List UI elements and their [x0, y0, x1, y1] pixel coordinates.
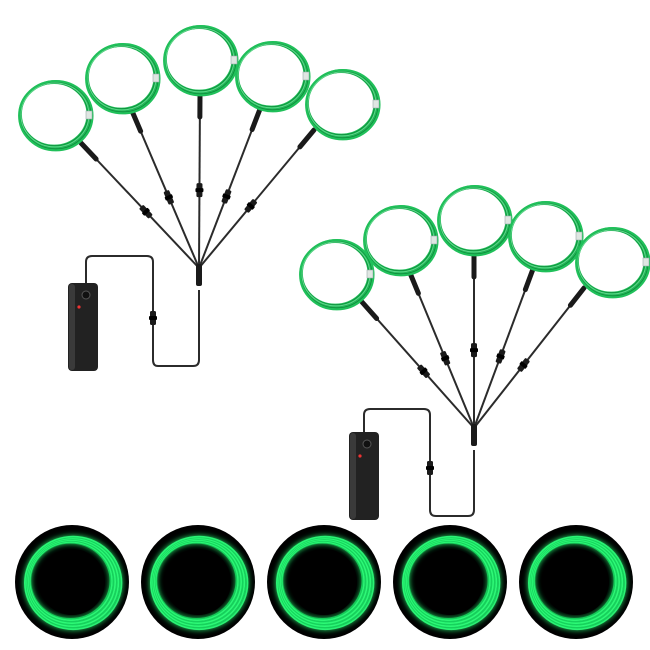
connector-icon	[417, 364, 430, 378]
el-wire-coil-icon	[163, 24, 239, 97]
battery-cable	[85, 255, 200, 367]
tie-clip	[430, 235, 438, 245]
cable	[198, 94, 201, 269]
indicator-led	[77, 305, 81, 309]
connector-icon	[149, 311, 157, 325]
el-wire-coil-icon	[299, 238, 375, 311]
power-button	[81, 290, 91, 300]
el-wire-coil-icon	[508, 200, 584, 273]
el-wire-coil-icon	[305, 68, 381, 141]
connector-icon	[244, 199, 257, 213]
wire-lead	[78, 140, 99, 162]
tie-clip	[372, 99, 380, 109]
tie-clip	[230, 55, 238, 65]
wire-lead	[407, 270, 421, 296]
el-wire-coil-icon	[437, 184, 513, 257]
glowing-ring-icon	[519, 525, 633, 639]
wire-lead	[129, 108, 144, 134]
cable	[361, 301, 475, 429]
glowing-ring-icon	[267, 525, 381, 639]
connector-icon	[426, 461, 434, 475]
cable	[473, 268, 534, 429]
cable	[131, 110, 200, 269]
cable	[473, 287, 585, 429]
battery-pack-icon	[68, 283, 98, 371]
cable	[198, 108, 261, 269]
el-wire-coil-icon	[363, 204, 439, 277]
connector-icon	[470, 343, 478, 358]
splitter-hub	[471, 424, 477, 446]
wire-lead	[567, 285, 587, 308]
glowing-ring-icon	[141, 525, 255, 639]
connector-icon	[139, 205, 153, 219]
wire-lead	[249, 106, 263, 133]
wire-lead	[359, 299, 380, 321]
wire-lead	[522, 266, 536, 293]
glow-center	[165, 549, 231, 615]
connector-icon	[195, 183, 204, 198]
tie-clip	[85, 110, 93, 120]
el-wire-coil-icon	[18, 79, 94, 152]
connector-icon	[495, 349, 506, 364]
glowing-ring-icon	[15, 525, 129, 639]
el-wire-coil-icon	[575, 226, 650, 299]
splitter-hub	[196, 264, 202, 286]
el-wire-kit	[18, 24, 381, 371]
wire-lead	[297, 127, 317, 150]
indicator-led	[358, 454, 362, 458]
connector-icon	[163, 190, 174, 205]
cable	[409, 272, 475, 429]
el-wire-coil-icon	[85, 42, 161, 115]
cable	[198, 129, 315, 269]
glowing-ring-icon	[393, 525, 507, 639]
battery-cable	[363, 408, 475, 517]
el-wire-coil-icon	[235, 40, 311, 113]
tie-clip	[504, 215, 512, 225]
glow-center	[417, 549, 483, 615]
battery-pack-icon	[349, 432, 379, 520]
glow-center	[39, 549, 105, 615]
tie-clip	[152, 73, 160, 83]
connector-icon	[440, 351, 451, 366]
tie-clip	[302, 71, 310, 81]
glow-center	[291, 549, 357, 615]
cable	[80, 142, 200, 269]
connector-icon	[517, 358, 530, 372]
tie-clip	[642, 257, 650, 267]
power-button	[362, 439, 372, 449]
el-wire-kit	[299, 184, 650, 520]
glow-center	[543, 549, 609, 615]
tie-clip	[575, 231, 583, 241]
tie-clip	[366, 269, 374, 279]
connector-icon	[221, 189, 232, 204]
